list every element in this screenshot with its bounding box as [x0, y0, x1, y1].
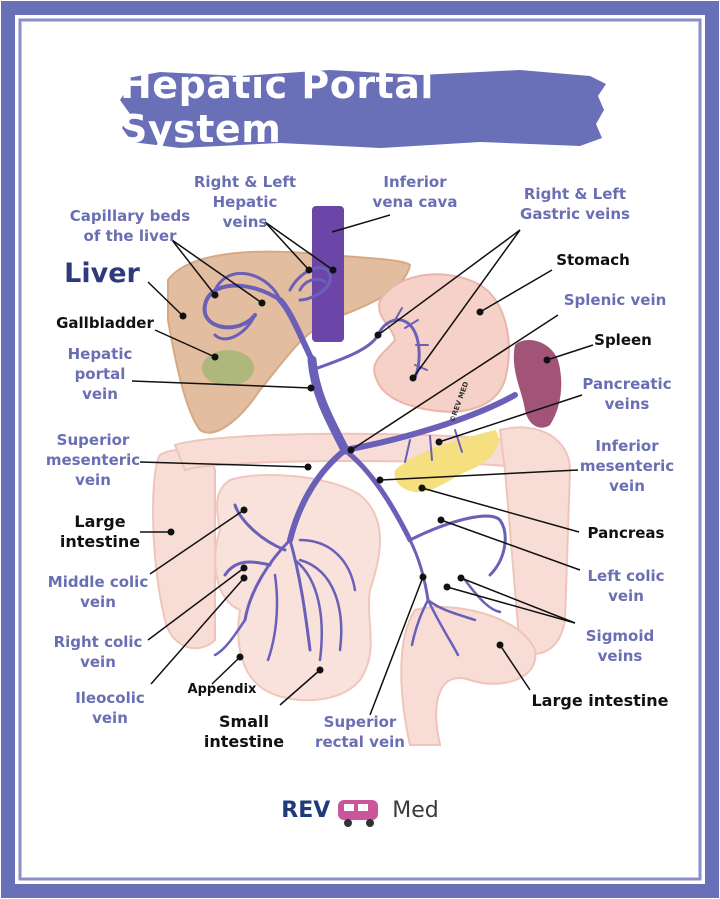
- label-superior-rectal-vein: Superior rectal vein: [315, 713, 405, 751]
- label-superior-mesenteric-vein: Superior mesenteric vein: [45, 431, 141, 489]
- label-capillary-beds: Capillary beds of the liver: [69, 207, 191, 245]
- label-spleen: Spleen: [594, 331, 652, 349]
- callout-dots: [167, 266, 551, 674]
- brand-logo: REV Med: [0, 792, 720, 828]
- label-right-left-hepatic-veins: Right & Left Hepatic veins: [193, 173, 297, 231]
- label-stomach: Stomach: [556, 251, 630, 269]
- label-pancreas: Pancreas: [587, 524, 665, 542]
- label-left-colic-vein: Left colic vein: [587, 567, 665, 605]
- brand-med: Med: [392, 797, 439, 823]
- stomach-shape: [373, 273, 510, 413]
- label-sigmoid-veins: Sigmoid veins: [585, 627, 655, 665]
- label-large-intestine-left: Large intestine: [59, 512, 141, 551]
- label-gastric-veins: Right & Left Gastric veins: [520, 185, 630, 223]
- title-banner: Hepatic Portal System: [120, 63, 600, 151]
- label-liver: Liver: [64, 258, 140, 289]
- label-splenic-vein: Splenic vein: [563, 291, 667, 309]
- page-title: Hepatic Portal System: [120, 63, 434, 151]
- label-inferior-mesenteric-vein: Inferior mesenteric vein: [579, 437, 675, 495]
- label-appendix: Appendix: [187, 682, 257, 697]
- label-right-colic-vein: Right colic vein: [53, 633, 143, 671]
- label-small-intestine: Small intestine: [203, 712, 285, 751]
- label-ileocolic-vein: Ileocolic vein: [75, 689, 145, 727]
- brand-bus-icon: [338, 800, 378, 827]
- portal-veins: [202, 266, 518, 662]
- label-large-intestine-right: Large intestine: [531, 691, 669, 710]
- label-ivc: Inferior vena cava: [372, 173, 458, 211]
- title-banner-shape: [120, 70, 606, 148]
- pancreas-shape: [394, 430, 499, 493]
- label-pancreatic-veins: Pancreatic veins: [582, 375, 672, 413]
- label-gallbladder: Gallbladder: [56, 314, 154, 332]
- callout-lines: [131, 214, 594, 716]
- colon: [152, 426, 572, 746]
- brand-rev: REV: [281, 797, 331, 823]
- label-hepatic-portal-vein: Hepatic portal vein: [67, 345, 133, 403]
- label-middle-colic-vein: Middle colic vein: [47, 573, 149, 611]
